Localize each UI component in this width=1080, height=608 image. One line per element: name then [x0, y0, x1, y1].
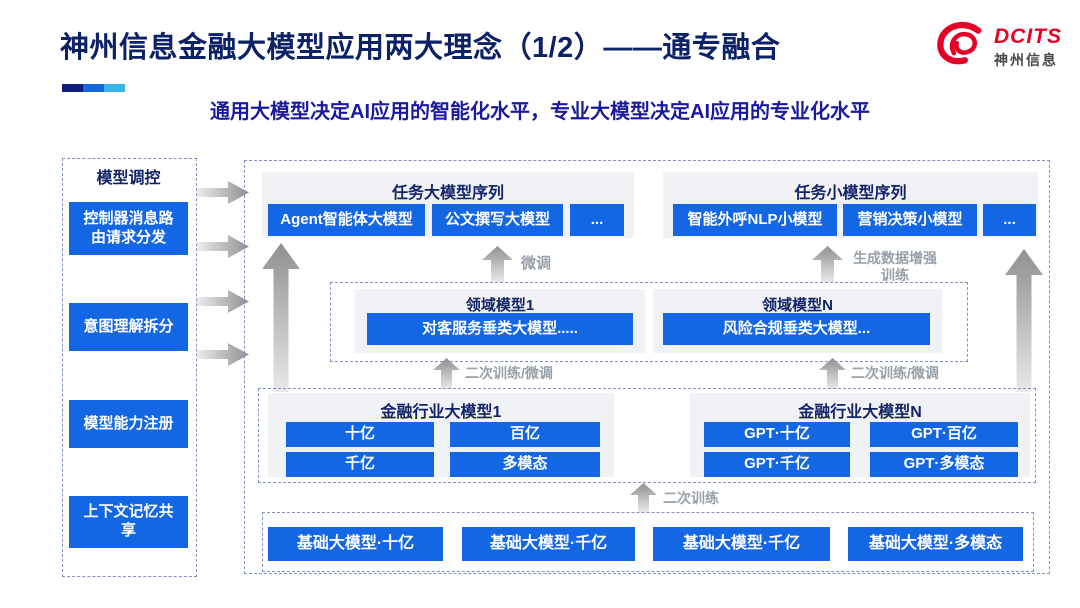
up-arrow-icon	[482, 246, 513, 282]
model-control-frame	[62, 158, 197, 577]
industry-models-frame	[258, 388, 1036, 483]
panel-title: 领域模型1	[465, 297, 535, 314]
up-arrow-tall-icon	[1005, 249, 1043, 392]
base-model-box: 基础大模型·十亿	[268, 527, 443, 561]
base-model-box: 基础大模型·多模态	[848, 527, 1023, 561]
model-control-item: 上下文记忆共 享	[69, 496, 188, 548]
base-model-box: 基础大模型·千亿	[653, 527, 830, 561]
model-box: 营销决策小模型	[843, 204, 977, 236]
model-control-title: 模型调控	[96, 170, 161, 187]
panel-title: 金融行业大模型1	[380, 404, 502, 421]
main-frame	[244, 160, 1050, 574]
model-control-item: 意图理解拆分	[69, 303, 188, 351]
panel-title: 任务大模型序列	[391, 185, 504, 202]
logo-text: DCITS 神州信息	[994, 26, 1062, 70]
base-model-box: 基础大模型·千亿	[462, 527, 635, 561]
model-box: Agent智能体大模型	[268, 204, 425, 236]
arrow-label-finetune: 微调	[521, 255, 552, 272]
accent-bar-cyan	[104, 84, 125, 92]
arrow-label-gen-data: 生成数据增强 训练	[853, 250, 937, 283]
up-arrow-tall-icon	[262, 243, 300, 392]
model-box: 公文撰写大模型	[432, 204, 563, 236]
model-box: GPT·多模态	[870, 452, 1018, 477]
panel-title: 金融行业大模型N	[798, 404, 922, 421]
model-box: GPT·千亿	[704, 452, 850, 477]
up-arrow-icon	[433, 358, 460, 389]
model-box: ...	[983, 204, 1036, 236]
model-box: ...	[570, 204, 624, 236]
model-box: GPT·十亿	[704, 422, 850, 447]
arrow-label-retrain-finetune: 二次训练/微调	[851, 365, 939, 381]
right-arrow-icon	[197, 181, 249, 204]
model-control-item: 控制器消息路 由请求分发	[69, 202, 188, 255]
arrow-label-retrain: 二次训练	[663, 490, 719, 506]
model-box: 风险合规垂类大模型...	[663, 313, 930, 345]
up-arrow-icon	[819, 358, 846, 389]
accent-bar-blue	[83, 84, 104, 92]
right-arrow-icon	[197, 343, 249, 366]
accent-bar	[62, 84, 125, 92]
model-box: 智能外呼NLP小模型	[673, 204, 837, 236]
model-box: 十亿	[286, 422, 434, 447]
page-title: 神州信息金融大模型应用两大理念（1/2）——通专融合	[60, 32, 781, 64]
model-box: 对客服务垂类大模型.....	[367, 313, 633, 345]
model-box: 千亿	[286, 452, 434, 477]
accent-bar-navy	[62, 84, 83, 92]
brand-company: 神州信息	[994, 52, 1058, 68]
brand-name: DCITS	[994, 25, 1062, 48]
model-control-item: 模型能力注册	[69, 400, 188, 448]
slide-subtitle: 通用大模型决定AI应用的智能化水平，专业大模型决定AI应用的专业化水平	[210, 101, 870, 123]
model-box: 多模态	[450, 452, 600, 477]
model-box: GPT·百亿	[870, 422, 1018, 447]
logo-swirl-icon	[937, 21, 982, 65]
panel-title: 任务小模型序列	[794, 185, 907, 202]
up-arrow-icon	[630, 483, 657, 512]
panel-title: 领域模型N	[762, 297, 833, 314]
up-arrow-icon	[812, 246, 843, 282]
right-arrow-icon	[197, 290, 249, 313]
dcits-logo: DCITS 神州信息	[936, 20, 1062, 70]
domain-models-frame	[330, 282, 968, 362]
arrow-label-retrain-finetune: 二次训练/微调	[465, 365, 553, 381]
model-box: 百亿	[450, 422, 600, 447]
base-models-frame	[262, 512, 1034, 572]
right-arrow-icon	[197, 235, 249, 258]
